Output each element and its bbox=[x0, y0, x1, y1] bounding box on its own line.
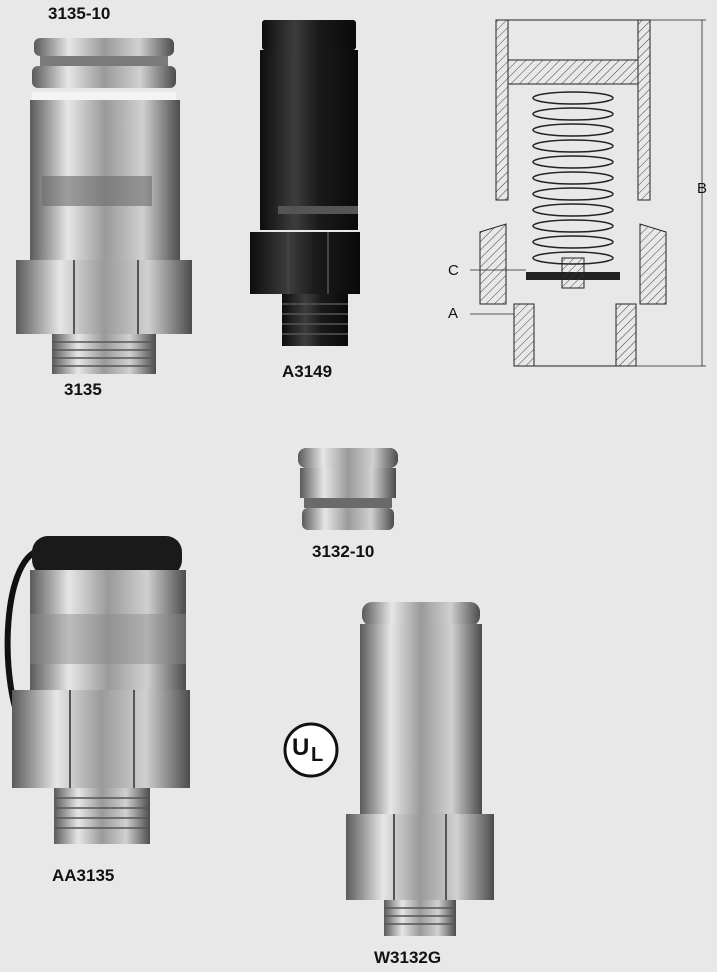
valve-a3149-photo bbox=[236, 18, 360, 348]
valve-3135-photo bbox=[14, 36, 204, 376]
ul-mark-letter-l: L bbox=[311, 744, 324, 766]
label-w3132g: W3132G bbox=[374, 948, 442, 967]
valve-w3132g-photo bbox=[340, 598, 500, 938]
label-3132-10: 3132-10 bbox=[312, 542, 375, 561]
ul-listed-mark bbox=[282, 721, 340, 779]
cross-section-diagram bbox=[470, 14, 710, 374]
callout-c: C bbox=[448, 262, 459, 279]
label-a3149: A3149 bbox=[282, 362, 333, 381]
callout-a: A bbox=[448, 305, 459, 322]
label-aa3135: AA3135 bbox=[52, 866, 115, 885]
label-3135-10: 3135-10 bbox=[48, 4, 111, 23]
callout-b: B bbox=[697, 180, 708, 197]
valve-aa3135-photo bbox=[0, 530, 210, 850]
label-3135: 3135 bbox=[64, 380, 102, 399]
cap-3132-10-photo bbox=[296, 446, 406, 536]
ul-mark-letter-u: U bbox=[292, 734, 310, 761]
